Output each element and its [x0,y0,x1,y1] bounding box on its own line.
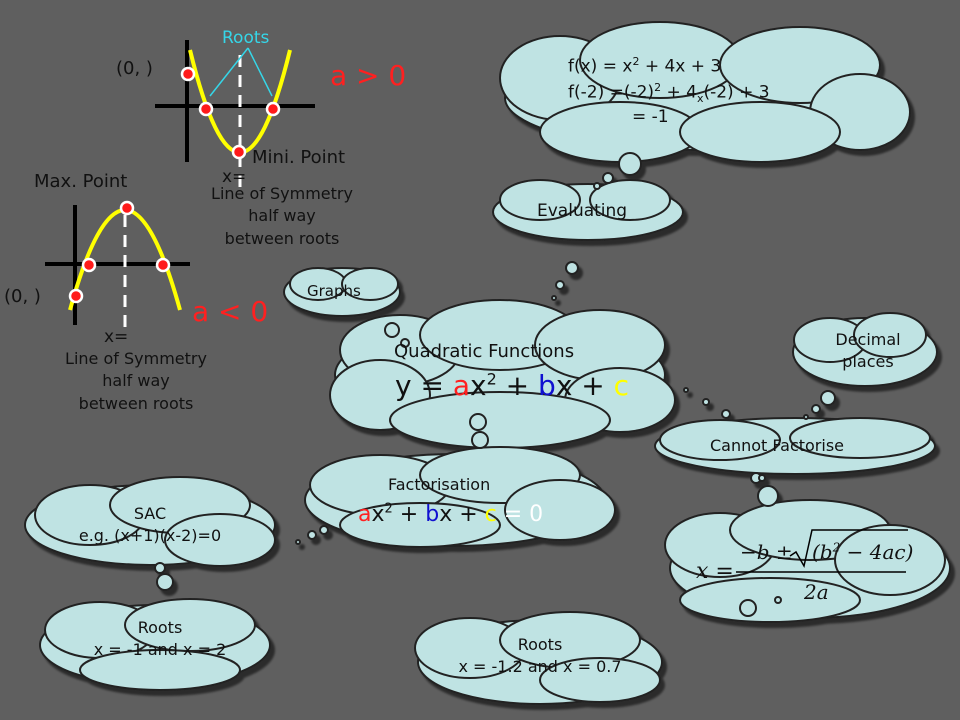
formula-cloud [664,499,951,623]
maximum-point-label: Max. Point [34,171,128,192]
sac-line2: e.g. (x+1)(x-2)=0 [78,526,222,546]
eval-l1-sup: 2 [632,55,640,68]
roots-left-label: Roots x = -1 and x = 2 [60,617,260,662]
symmetry-line2: half way [102,371,170,391]
formula-exponent: 2 [832,540,841,555]
formula-minus-b: −b ± [740,540,793,564]
x-equals-label-bottom: x= [104,327,129,347]
graph-downward-parabola [45,200,190,335]
eval-l1b: + 4x + 3 [639,56,722,77]
symmetry-line3: between roots [78,393,194,413]
graph-upward-parabola [155,40,315,190]
eq-a: a [452,369,471,402]
fact-equals-zero: = 0 [496,502,544,527]
eq-b: b [538,369,556,402]
fact-c: c [484,502,497,527]
formula-denominator: 2a [804,580,829,604]
eq-x-plus: x + [555,369,614,402]
eval-l1a: f(x) = x [568,56,633,77]
evaluating-formula-cloud [499,21,911,163]
fact-x-plus: x + [439,502,485,527]
fact-x: x [371,502,385,527]
fact-exponent: 2 [384,501,393,517]
cannot-factorise-label: Cannot Factorise [710,436,845,455]
roots-right-line1: Roots [517,635,563,654]
roots-right-label: Roots x = -1.2 and x = 0.7 [430,634,650,679]
root-dot [198,101,214,117]
eq-plus: + [496,369,539,402]
central-title: Quadratic Functions [394,341,575,362]
roots-right-line2: x = -1.2 and x = 0.7 [458,657,622,677]
eq-exponent: 2 [486,369,497,389]
roots-left-line1: Roots [137,618,183,637]
graphs-label: Graphs [307,282,361,300]
eval-l2a: f(-2) =(-2) [568,82,655,103]
symmetry-note-bottom: Line of Symmetry half way between roots [40,348,232,415]
connector-bubbles [154,152,836,617]
x-equals-label-top: x= [222,167,247,187]
formula-b: (b [812,540,833,564]
maximum-point-dot [119,200,135,216]
roots-right-cloud [414,611,663,705]
evaluating-label: Evaluating [537,201,628,221]
evaluating-line2: f(-2) =(-2)2 + 4x(-2) + 3 [568,80,770,106]
decimal-places-label: Decimal places [818,329,918,374]
central-equation: y = ax2 + bx + c [395,366,629,405]
roots-left-line2: x = -1 and x = 2 [93,640,227,660]
fact-plus: + [392,502,426,527]
y-intercept-label-top: (0, ) [116,58,153,79]
eq-c: c [613,369,630,402]
y-intercept-dot [180,66,196,82]
eval-l2-sup: 2 [654,81,662,94]
symmetry-line1: Line of Symmetry [211,184,353,203]
y-intercept-dot [68,288,84,304]
eval-l2b: + 4 [661,82,697,103]
formula-discriminant: (b2 − 4ac) [812,538,913,566]
a-positive-label: a > 0 [330,59,407,92]
root-dot [265,101,281,117]
a-negative-label: a < 0 [192,295,269,328]
factorisation-equation: ax2 + bx + c = 0 [358,500,543,531]
decimal-line1: Decimal [835,330,901,349]
sac-line1: SAC [133,504,167,523]
quadratic-formula-graphic [736,529,908,573]
roots-label: Roots [222,28,270,48]
factorisation-cloud [304,446,616,548]
central-cloud [329,299,676,449]
formula-x: x = [696,559,734,584]
eq-x: x [470,369,487,402]
graphs-cloud [283,267,401,317]
symmetry-note-top: Line of Symmetry half way between roots [186,183,378,250]
eq-y: y = [395,369,453,402]
decimal-cloud [792,312,938,387]
decimal-line2: places [842,352,894,372]
factorisation-label: Factorisation [388,475,491,494]
square-root-sign [789,529,908,569]
root-dot [155,257,171,273]
sac-label: SAC e.g. (x+1)(x-2)=0 [40,503,260,548]
y-intercept-label-bottom: (0, ) [4,286,41,307]
minimum-point-label: Mini. Point [252,147,346,168]
symmetry-line1: Line of Symmetry [65,349,207,368]
symmetry-line2: half way [248,206,316,226]
fact-b: b [425,502,440,527]
minimum-point-dot [231,144,247,160]
evaluating-label-cloud [492,179,684,241]
roots-arrow-left [209,47,249,97]
evaluating-line1: f(x) = x2 + 4x + 3 [568,54,721,79]
eval-times: x [696,92,704,106]
roots-arrow-right [247,47,273,97]
fact-a: a [358,502,372,527]
eval-l2c: (-2) + 3 [703,82,770,103]
formula-rest: − 4ac) [840,540,914,564]
roots-left-cloud [39,598,271,691]
cannot-factorise-cloud [654,417,936,475]
root-dot [81,257,97,273]
evaluating-line3: = -1 [632,107,669,127]
symmetry-line3: between roots [224,228,340,248]
sac-cloud [24,476,276,567]
